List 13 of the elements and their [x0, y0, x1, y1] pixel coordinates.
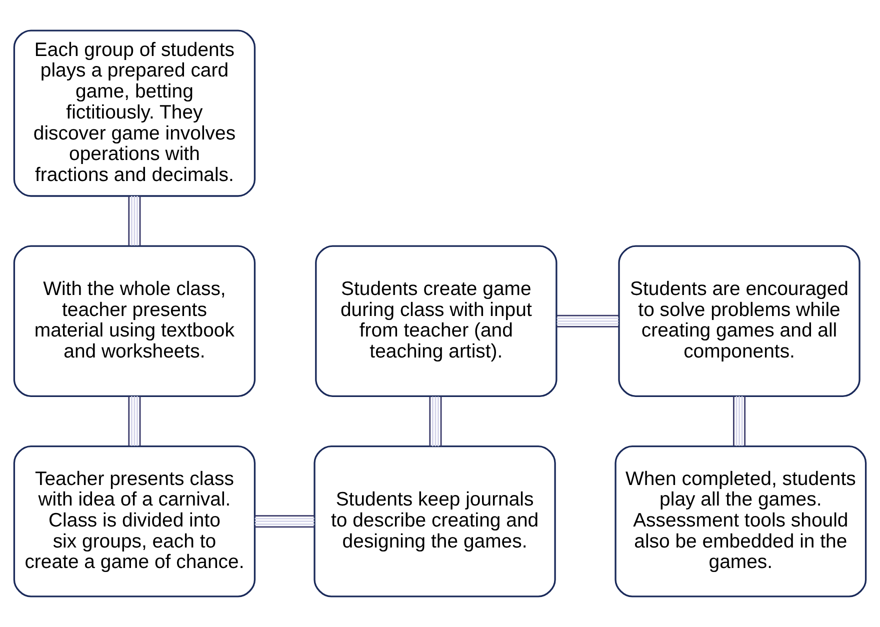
node-box: With the whole class, teacher presents material using textbook and worksheets.	[13, 245, 256, 398]
node-box: When completed, students play all the games. Assessment tools should also be embedded in the games.	[614, 445, 867, 598]
connector	[254, 515, 314, 528]
connector	[128, 396, 141, 446]
node-box: Each group of students plays a prepared card game, betting fictitiously. They discover game involves operations with fractions and decimals.	[13, 30, 256, 197]
node-box: Students keep journals to describe creating and designing the games.	[314, 445, 556, 598]
connector	[128, 196, 141, 246]
connector	[733, 396, 746, 446]
connector	[429, 396, 442, 446]
node-box: Teacher presents class with idea of a carnival. Class is divided into six groups, each to create a game of chance.	[13, 445, 256, 598]
node-box: Students create game during class with input from teacher (and teaching artist).	[315, 245, 558, 398]
connector	[556, 314, 619, 328]
node-box: Students are encouraged to solve problems while creating games and all components.	[618, 245, 860, 398]
